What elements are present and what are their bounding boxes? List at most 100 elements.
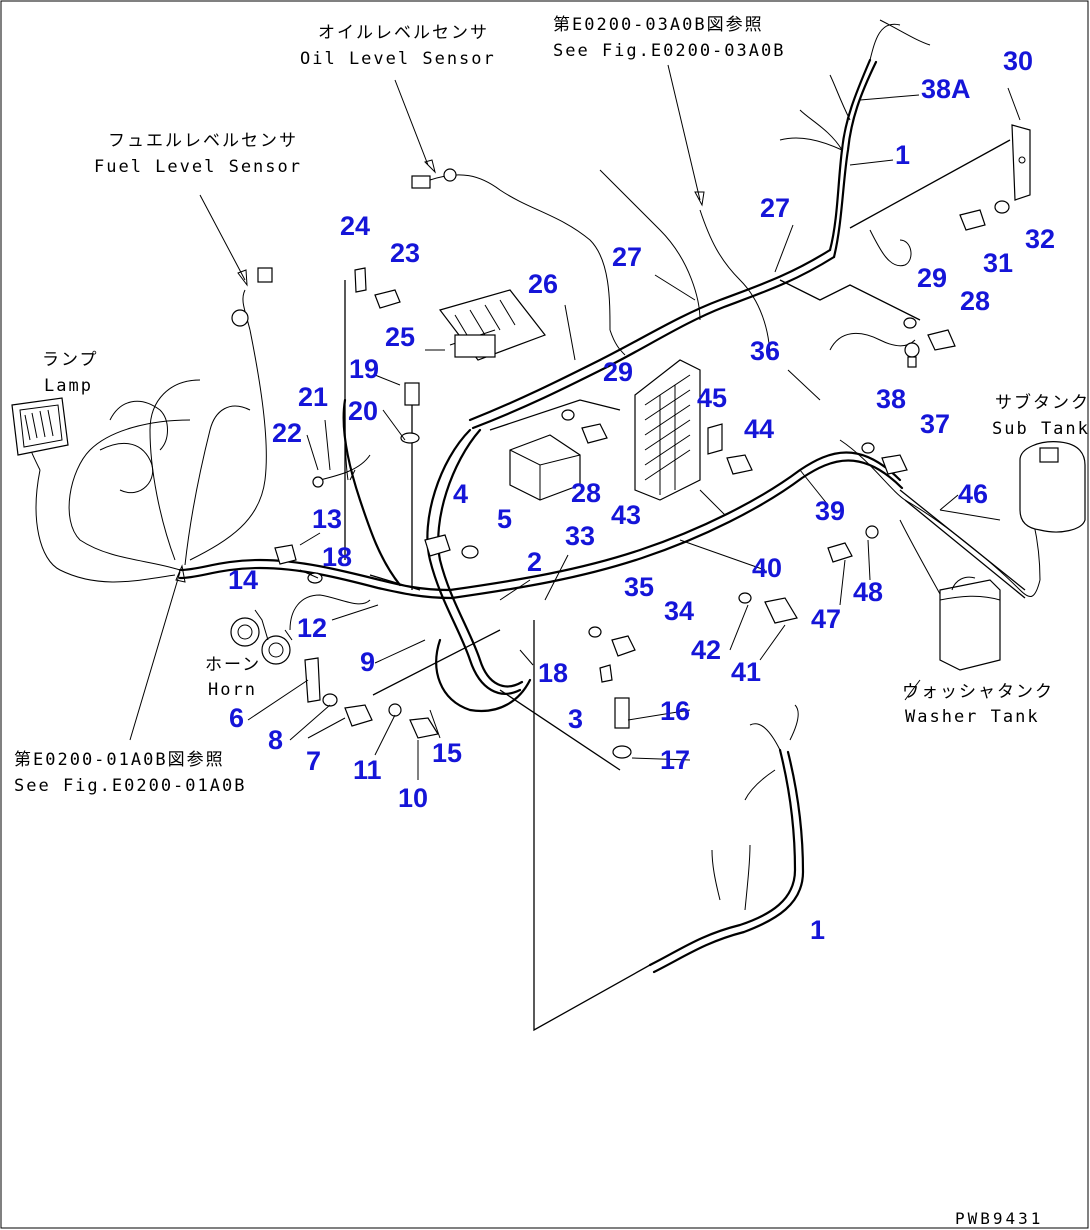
sensor-38-icon <box>904 342 920 368</box>
part-number-15: 15 <box>432 738 462 768</box>
left-bundle-b <box>149 379 201 561</box>
part-number-1: 1 <box>895 140 910 170</box>
fuse-box-icon <box>634 359 701 501</box>
bolt-37 <box>881 454 908 475</box>
leader-29-left <box>489 399 621 431</box>
part-number-5: 5 <box>497 504 512 534</box>
part-number-28: 28 <box>571 478 601 508</box>
bolt-7 <box>344 704 373 727</box>
left-bundle-loop-2 <box>109 400 168 451</box>
washer-11 <box>388 703 402 717</box>
part-number-7: 7 <box>306 746 321 776</box>
cable-46-line-2 <box>904 499 1026 599</box>
left-bundle-loop <box>99 442 154 494</box>
ref03-leader <box>667 64 705 207</box>
left-bundle-c <box>184 405 251 566</box>
part-number-4: 4 <box>453 479 468 509</box>
part-number-33: 33 <box>565 521 595 551</box>
lower-trunk-wire-2 <box>450 459 904 600</box>
oil-sensor-label-en: Oil Level Sensor <box>300 49 496 69</box>
washer-8 <box>322 693 338 707</box>
bracket-30-icon <box>1011 124 1031 201</box>
clip-24 <box>354 267 367 293</box>
part-number-27: 27 <box>612 242 642 272</box>
washer-35 <box>588 626 602 638</box>
part-number-24: 24 <box>340 211 370 241</box>
bolt-28-left <box>581 423 608 444</box>
horn-wire <box>289 594 371 631</box>
bolt-34 <box>611 635 636 657</box>
top-vertical-wire-2 <box>832 60 878 259</box>
misc-leaders <box>699 489 1001 701</box>
washer-5 <box>461 545 479 559</box>
ref01-leader <box>129 564 186 741</box>
part-number-1: 1 <box>810 915 825 945</box>
lamp-label-jp: ランプ <box>42 350 99 370</box>
part-number-9: 9 <box>360 647 375 677</box>
part-number-30: 30 <box>1003 46 1033 76</box>
washer-42 <box>738 592 752 604</box>
oil-sensor-label-jp: オイルレベルセンサ <box>318 23 489 43</box>
sub-tank-label-jp: サブタンク <box>995 392 1090 413</box>
washer-29-right <box>903 317 917 329</box>
washer-tank-label-en: Washer Tank <box>905 707 1040 727</box>
bolt-4 <box>424 534 451 557</box>
bolt-44 <box>726 454 753 475</box>
bolt-13 <box>274 544 297 565</box>
washer-29-left <box>561 409 575 421</box>
components <box>11 124 1086 759</box>
lower-harness-wire-2 <box>652 750 805 974</box>
sensor-38-wire <box>829 332 916 351</box>
part-number-13: 13 <box>312 504 342 534</box>
detail-bracket <box>533 620 651 1032</box>
part-number-17: 17 <box>660 745 690 775</box>
part-number-14: 14 <box>228 565 258 595</box>
part-number-8: 8 <box>268 725 283 755</box>
part-number-3: 3 <box>568 704 583 734</box>
washer-48 <box>865 525 879 539</box>
bolt-28-right <box>927 329 956 351</box>
fuel-sensor-label-en: Fuel Level Sensor <box>94 157 302 177</box>
part-number-36: 36 <box>750 336 780 366</box>
fuel-sensor-wire <box>242 289 251 331</box>
upper-mid-wire-2 <box>699 209 771 361</box>
leader-lines <box>129 64 1021 780</box>
horn-label-jp: ホーン <box>205 655 261 675</box>
washer-tank-label-jp: ウォッシャタンク <box>902 682 1054 702</box>
part-number-35: 35 <box>624 572 654 602</box>
part-45 <box>707 423 723 455</box>
ref01-label-en: See Fig.E0200-01A0B <box>14 776 246 796</box>
part-number-28: 28 <box>960 286 990 316</box>
assembly-lines <box>369 574 621 771</box>
center-loop-wire-2 <box>437 428 524 688</box>
part-number-48: 48 <box>853 577 883 607</box>
upper-trunk-wire-2 <box>471 255 836 430</box>
clip-3 <box>599 664 613 683</box>
part-number-37: 37 <box>920 409 950 439</box>
part-number-40: 40 <box>752 553 782 583</box>
ref03-label-jp: 第E0200-03A0B図参照 <box>553 15 764 35</box>
part-number-18: 18 <box>538 658 568 688</box>
sub-tank-icon <box>1019 441 1086 533</box>
washer-20 <box>400 432 420 444</box>
part-number-25: 25 <box>385 322 415 352</box>
upper-mid-wire <box>599 169 701 321</box>
part-number-31: 31 <box>983 248 1013 278</box>
horn-label-en: Horn <box>208 680 257 700</box>
part-number-32: 32 <box>1025 224 1055 254</box>
oil-leader <box>394 79 436 174</box>
part-number-22: 22 <box>272 418 302 448</box>
left-bundle-a <box>68 419 191 571</box>
fuel-sensor-label-jp: フュエルレベルセンサ <box>108 131 298 151</box>
washer-32 <box>994 200 1010 214</box>
part-number-21: 21 <box>298 382 328 412</box>
harness-wires <box>27 19 1041 974</box>
part-number-43: 43 <box>611 500 641 530</box>
part-number-2: 2 <box>527 547 542 577</box>
part-number-45: 45 <box>697 383 727 413</box>
part-number-38A: 38A <box>921 74 971 104</box>
drawing-code: PWB9431 <box>955 1209 1043 1228</box>
